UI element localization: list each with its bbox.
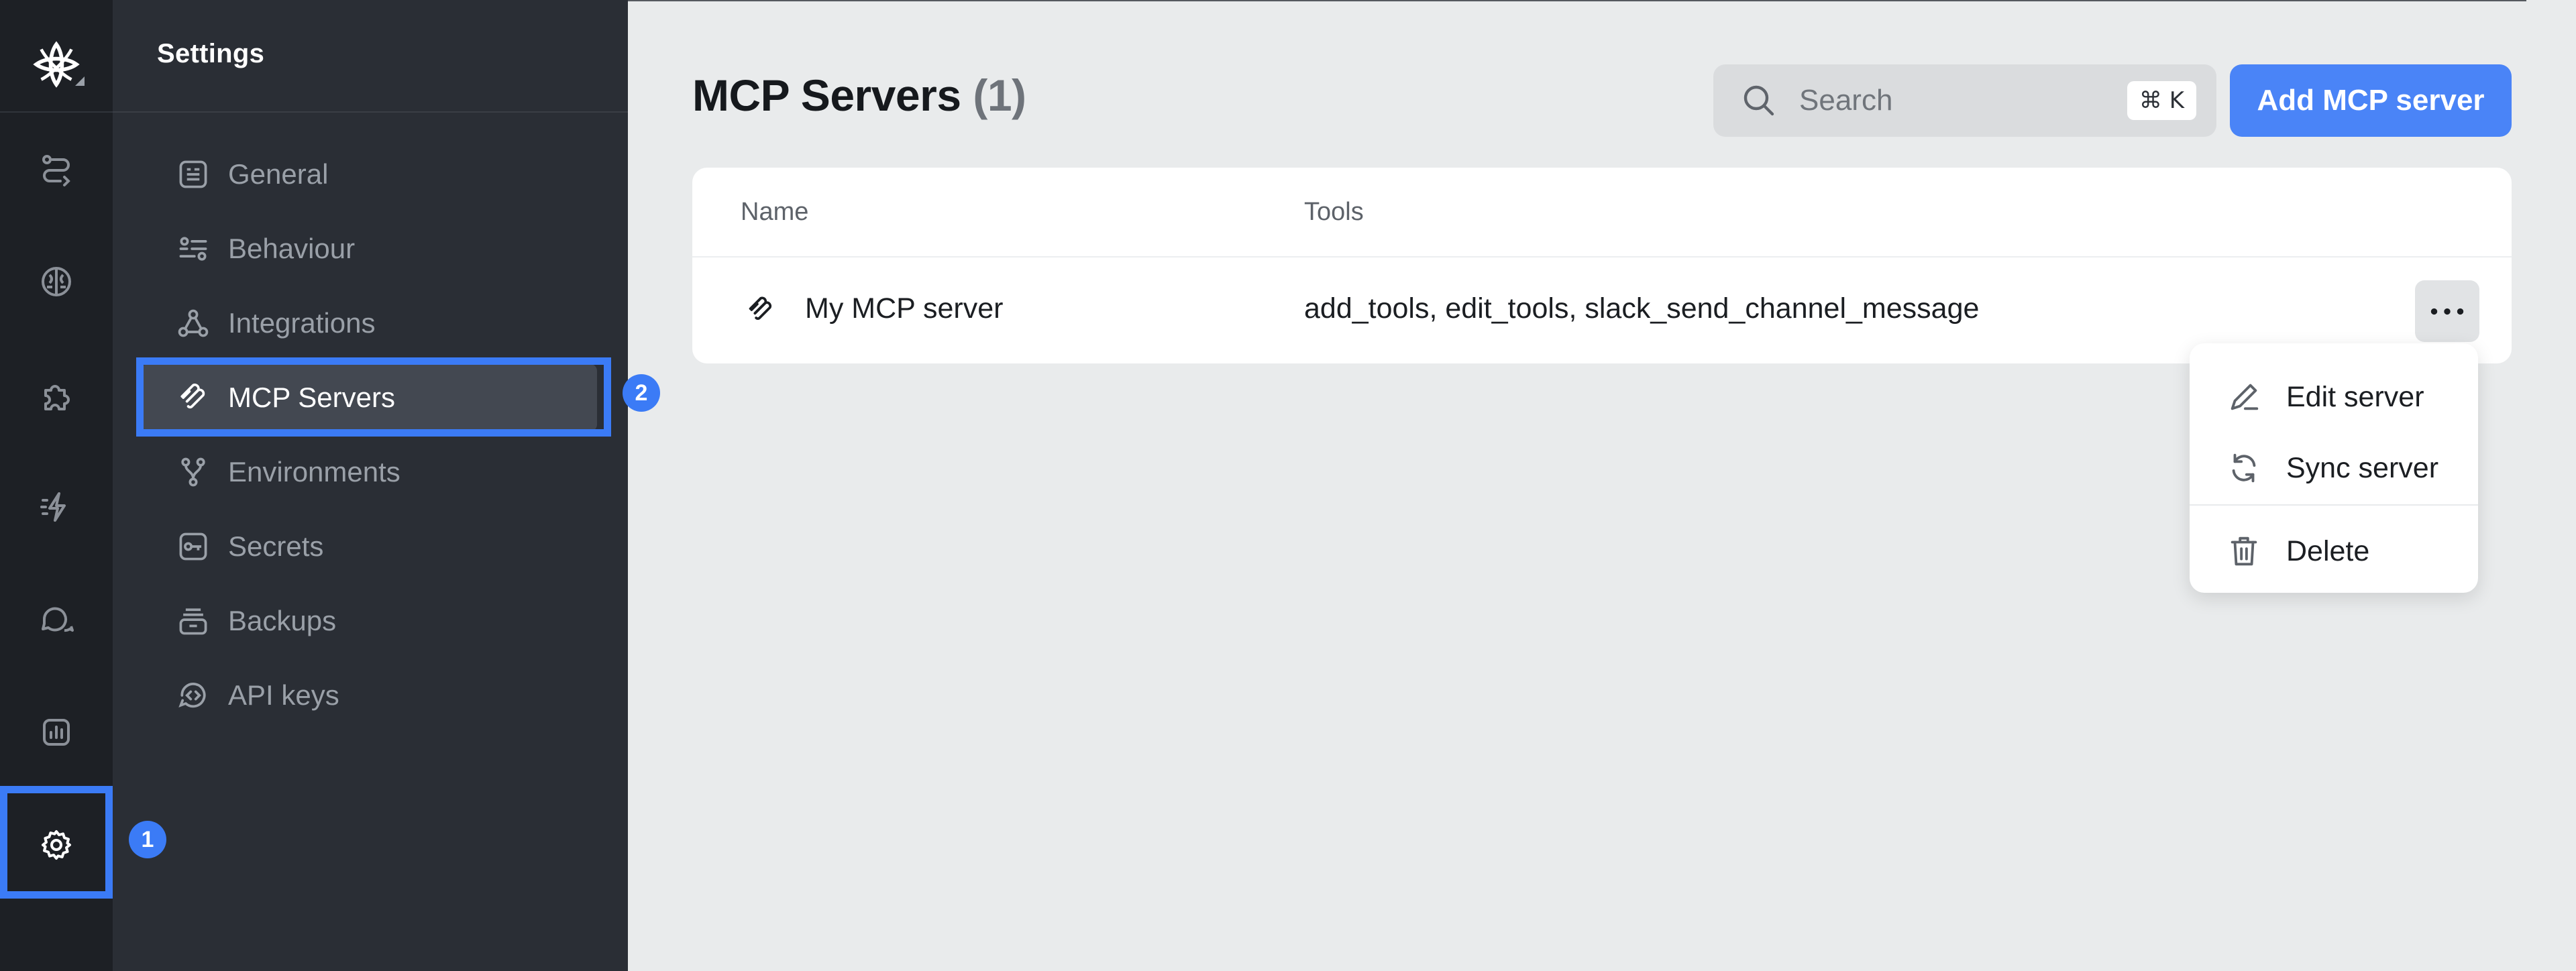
step-badge-2: 2: [623, 374, 660, 412]
sidebar-item-mcp-servers[interactable]: MCP Servers: [141, 364, 597, 431]
sidebar-title: Settings: [157, 39, 265, 68]
rail-divider: [0, 111, 113, 113]
chat-icon[interactable]: [30, 593, 83, 646]
menu-item-delete[interactable]: Delete: [2190, 518, 2478, 585]
sync-icon: [2232, 453, 2256, 483]
search-placeholder: Search: [1799, 84, 1893, 117]
highlight-box-settings: [0, 786, 113, 899]
sidebar-item-label: Environments: [228, 456, 400, 488]
sidebar-item-secrets[interactable]: Secrets: [141, 513, 597, 580]
app-logo-icon[interactable]: [24, 32, 89, 97]
mcp-icon: [174, 379, 212, 416]
page-title-text: MCP Servers: [692, 70, 961, 120]
highlight-box-mcp-servers: [136, 357, 611, 437]
menu-divider: [2190, 504, 2478, 506]
mcp-icon: [749, 296, 772, 321]
sidebar-divider: [113, 111, 628, 113]
more-horizontal-icon: [2430, 308, 2464, 315]
sidebar-item-environments[interactable]: Environments: [141, 439, 597, 506]
menu-item-label: Edit server: [2286, 380, 2424, 413]
sidebar-item-label: API keys: [228, 679, 339, 711]
menu-item-sync-server[interactable]: Sync server: [2190, 435, 2478, 502]
analytics-icon[interactable]: [30, 705, 83, 759]
sidebar-item-label: General: [228, 158, 329, 190]
sidebar-item-label: Secrets: [228, 530, 324, 562]
server-name: My MCP server: [805, 292, 1004, 325]
window-top-border: [628, 0, 2526, 1]
workflow-icon[interactable]: [30, 142, 83, 196]
header-divider: [692, 256, 2512, 258]
sidebar-item-label: Behaviour: [228, 233, 356, 264]
sidebar-item-behaviour[interactable]: Behaviour: [141, 215, 597, 282]
sidebar-item-backups[interactable]: Backups: [141, 587, 597, 654]
menu-item-label: Delete: [2286, 534, 2370, 567]
row-context-menu: Edit server Sync server Delete: [2190, 343, 2478, 593]
sidebar-item-integrations[interactable]: Integrations: [141, 290, 597, 357]
general-icon: [174, 156, 212, 193]
puzzle-icon[interactable]: [30, 369, 83, 422]
sliders-icon: [174, 230, 212, 268]
server-count: (1): [973, 70, 1026, 120]
search-input[interactable]: Search ⌘ K: [1713, 64, 2216, 137]
branch-icon: [174, 453, 212, 491]
menu-item-label: Sync server: [2286, 451, 2439, 484]
sidebar-item-label: Backups: [228, 605, 337, 636]
key-icon: [174, 528, 212, 565]
row-actions-button[interactable]: [2415, 280, 2479, 342]
page-title: MCP Servers (1): [692, 70, 1026, 121]
column-header-name: Name: [741, 198, 809, 226]
search-icon: [1743, 85, 1774, 116]
server-tools: add_tools, edit_tools, slack_send_channe…: [1304, 292, 1980, 325]
trash-icon: [2231, 536, 2257, 566]
sidebar-item-label: MCP Servers: [228, 382, 395, 413]
menu-item-edit-server[interactable]: Edit server: [2190, 363, 2478, 431]
search-shortcut-badge: ⌘ K: [2127, 81, 2196, 120]
pencil-icon: [2231, 384, 2259, 410]
settings-sidebar: Settings General Behaviour Integrations …: [113, 0, 628, 971]
column-header-tools: Tools: [1304, 198, 1364, 226]
sidebar-item-general[interactable]: General: [141, 141, 597, 208]
settings-icon[interactable]: [30, 818, 83, 872]
logo-corner-indicator: [75, 76, 85, 86]
brain-icon[interactable]: [30, 255, 83, 308]
api-icon: [174, 677, 212, 714]
integrations-icon: [174, 304, 212, 342]
sidebar-item-label: Integrations: [228, 307, 376, 339]
icon-rail: [0, 0, 113, 971]
archive-icon: [174, 602, 212, 640]
step-badge-1: 1: [129, 821, 166, 858]
sidebar-item-api-keys[interactable]: API keys: [141, 662, 597, 729]
mcp-servers-table: Name Tools My MCP server add_tools, edit…: [692, 168, 2512, 363]
bolt-icon[interactable]: [30, 480, 83, 534]
add-mcp-server-button[interactable]: Add MCP server: [2230, 64, 2512, 137]
